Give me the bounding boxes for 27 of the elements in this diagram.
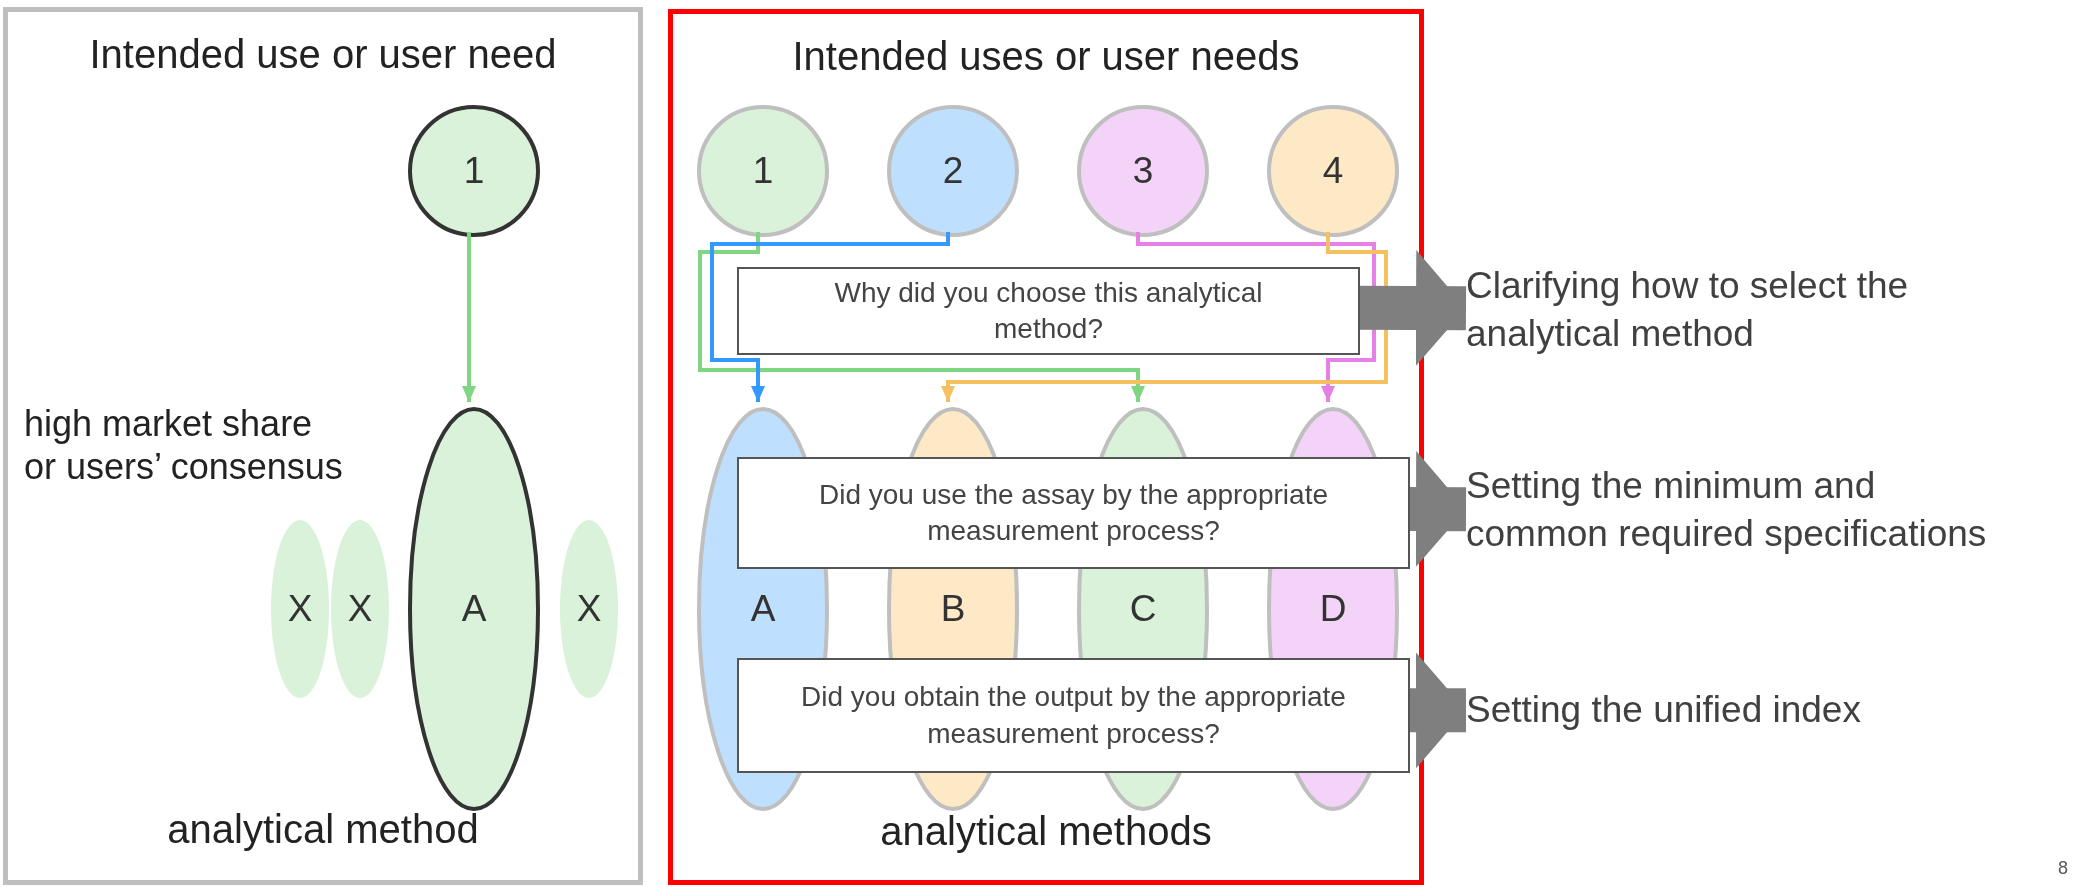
outcome-text: Clarifying how to select the analytical method [1466,262,2066,358]
panel-frame [3,7,643,885]
need-circle: 1 [697,105,829,237]
question-box: Did you use the assay by the appropriate measurement process? [737,457,1410,569]
question-box: Did you obtain the output by the appropriate measurement process? [737,658,1410,773]
need-circle: 2 [887,105,1019,237]
arrow [698,232,1145,402]
arrow [1136,232,1376,402]
page-number: 8 [2058,858,2068,879]
method-ellipse: A [408,407,540,811]
panel-frame [668,9,1424,885]
arrow [941,232,1388,402]
question-box: Why did you choose this analytical method? [737,267,1360,355]
annotation-text: high market share or users’ consensus [24,402,344,489]
need-circle: 1 [408,105,540,237]
need-circle: 3 [1077,105,1209,237]
panel-heading: Intended uses or user needs [791,34,1301,79]
method-ellipse: X [560,520,618,698]
need-circle: 4 [1267,105,1399,237]
arrow [462,232,476,402]
outcome-text: Setting the unified index [1466,682,2066,738]
panel-heading: Intended use or user need [88,32,558,77]
outcome-text: Setting the minimum and common required specifications [1466,460,2026,560]
method-ellipse: X [271,520,329,698]
method-ellipse: X [331,520,389,698]
arrow [710,232,950,402]
panel-footer-label: analytical methods [879,809,1213,854]
